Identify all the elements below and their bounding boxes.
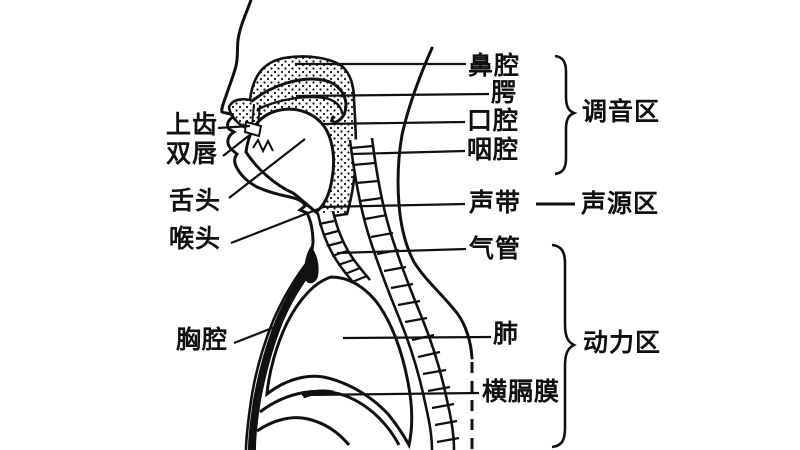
palate-line: [250, 77, 348, 124]
leader-lines: [217, 62, 492, 397]
label-vocal-cords: 声带: [469, 190, 522, 217]
label-pharynx: 咽腔: [467, 137, 520, 164]
label-palate: 腭: [491, 80, 518, 107]
label-power-zone: 动力区: [583, 330, 662, 357]
label-articulation-zone: 调音区: [582, 99, 661, 126]
chest-wall-band: [244, 246, 319, 450]
leader-upper-teeth: [217, 124, 251, 130]
leader-trachea: [336, 247, 467, 255]
trachea-rings: [316, 210, 371, 288]
label-oral-cavity: 口腔: [467, 108, 520, 135]
label-upper-teeth: 上齿: [166, 112, 219, 139]
leader-chest: [233, 323, 281, 345]
leader-pharynx: [351, 149, 466, 156]
label-tongue: 舌头: [169, 188, 222, 215]
spine-column: [348, 137, 460, 450]
label-sound-source-zone: 声源区: [581, 191, 660, 218]
leader-lips: [222, 133, 252, 157]
leader-larynx: [230, 204, 327, 245]
label-larynx: 喉头: [169, 226, 222, 253]
leader-diaphragm: [301, 391, 480, 397]
leader-lung: [342, 335, 492, 340]
palate-inner-line: [256, 95, 344, 115]
back-of-head-line: [396, 46, 474, 360]
label-nasal-cavity: 鼻腔: [468, 53, 521, 80]
label-lips: 双唇: [166, 141, 219, 168]
leader-oral: [320, 120, 466, 126]
tongue-shape: [244, 107, 336, 214]
leader-tongue: [228, 138, 306, 199]
larynx-marker: [304, 246, 319, 284]
label-chest-cavity: 胸腔: [176, 327, 229, 354]
label-trachea: 气管: [469, 236, 522, 263]
lung-shape: [265, 275, 414, 450]
leader-vocal: [319, 202, 466, 209]
power-zone-brace: [551, 243, 577, 449]
articulation-zone-brace: [554, 54, 578, 176]
leader-palate: [295, 92, 490, 98]
face-profile-line: [220, 0, 315, 252]
label-diaphragm: 横膈膜: [482, 379, 561, 406]
label-lung: 肺: [493, 321, 520, 348]
